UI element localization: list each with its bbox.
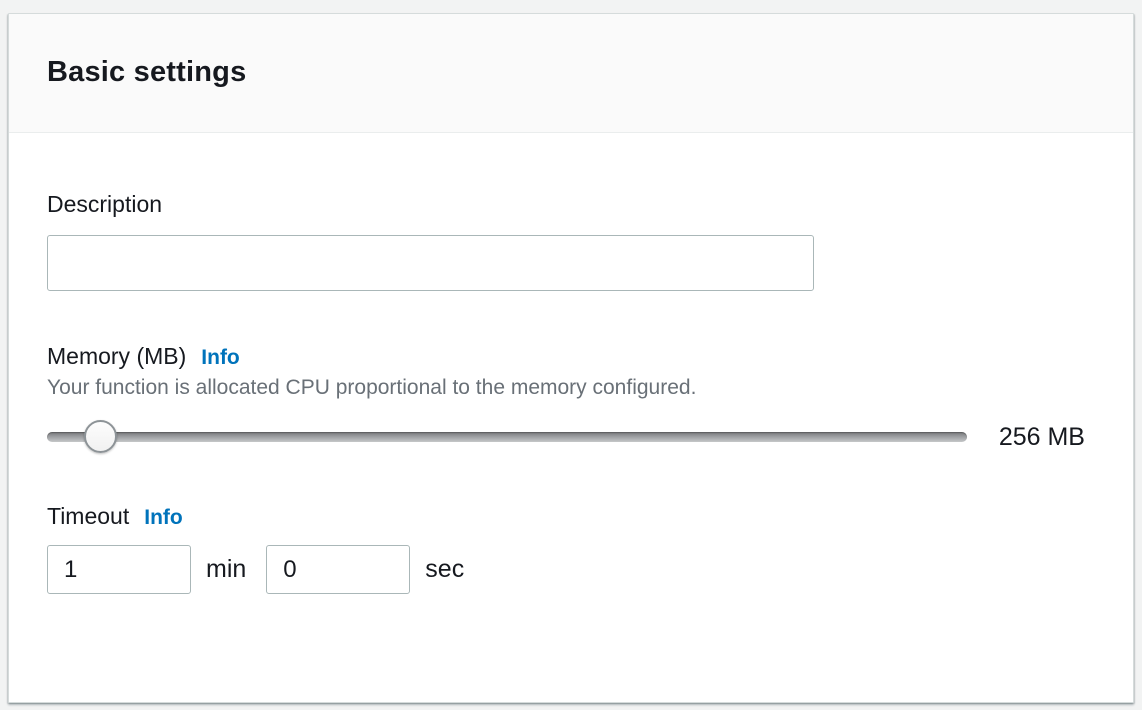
memory-slider-track[interactable] [47,432,967,442]
basic-settings-panel: Basic settings Description Memory (MB) I… [8,13,1134,703]
memory-slider-row: 256 MB [47,415,1085,459]
timeout-label-row: Timeout Info [47,503,183,530]
memory-label-row: Memory (MB) Info [47,343,240,370]
timeout-seconds-unit: sec [425,555,465,583]
memory-label: Memory (MB) [47,343,187,369]
timeout-inputs-row: min sec [47,545,464,594]
description-input[interactable] [47,235,814,291]
memory-slider-handle[interactable] [84,420,118,453]
timeout-minutes-input[interactable] [47,545,191,594]
timeout-info-link[interactable]: Info [144,506,183,529]
memory-helper-text: Your function is allocated CPU proportio… [47,376,697,399]
timeout-label: Timeout [47,503,130,529]
timeout-minutes-unit: min [206,555,247,583]
memory-value: 256 MB [998,422,1085,451]
description-label: Description [47,191,163,217]
memory-info-link[interactable]: Info [201,346,240,369]
panel-header: Basic settings [9,14,1133,133]
timeout-seconds-input[interactable] [266,545,411,594]
memory-slider[interactable] [47,415,967,459]
panel-title: Basic settings [47,56,247,88]
